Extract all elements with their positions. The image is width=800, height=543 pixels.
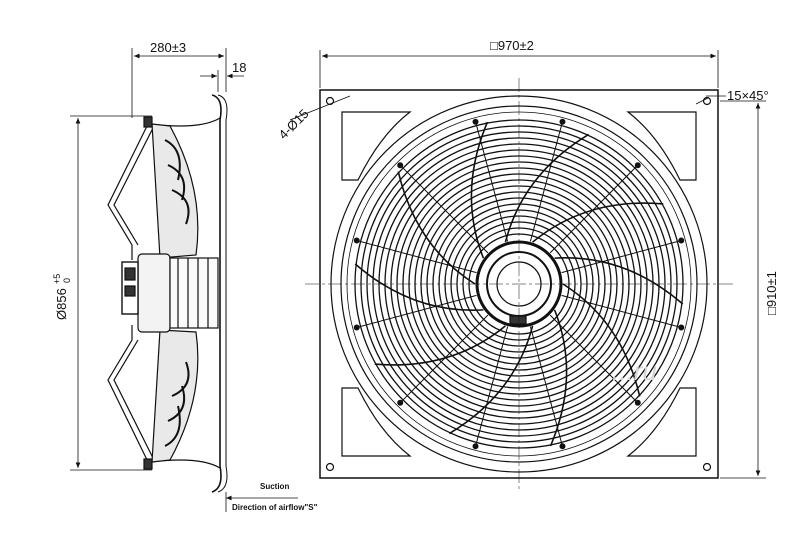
grille-strut [398,163,489,254]
corner-cutout-br [626,387,697,457]
grille-strut [561,294,684,329]
fan-blade [448,325,534,435]
fan-blade [554,256,684,305]
fan-blade [532,202,664,243]
svg-text:+5: +5 [52,274,62,284]
mounting-hole [702,462,712,472]
mounting-hole [702,96,712,106]
grille-strut [561,239,684,274]
front-dimensions [289,50,766,479]
flange-thickness-label: 18 [232,60,246,75]
fan-blade [374,325,506,366]
corner-cutout-bl [341,387,412,457]
grille-strut [549,314,640,405]
side-view [107,94,228,493]
fan-blades [354,121,684,447]
strut-clip [397,162,404,169]
strut-clip [634,399,641,406]
fan-blade [562,283,641,397]
grille-strut [354,294,477,329]
frame-height-label: □910±1 [764,271,779,315]
center-lines [305,78,733,490]
svg-text:Ø856: Ø856 [54,288,69,320]
frame-width-label: □970±2 [490,38,534,53]
strut-clip [353,324,360,331]
mounting-hole [325,96,335,106]
grille-strut [549,163,640,254]
grille-strut [474,326,509,449]
chamfer-label: 15×45° [727,88,769,103]
grille-strut [354,239,477,274]
strut-clip [472,118,479,125]
corner-cutout-tr [626,111,697,181]
strut-clip [472,443,479,450]
fan-blade [504,133,590,243]
svg-text:0: 0 [62,278,72,283]
fan-blade [397,171,476,285]
strut-clip [559,443,566,450]
strut-clip [678,324,685,331]
side-depth-label: 280±3 [150,40,186,55]
svg-text:4-Ø15: 4-Ø15 [276,106,312,142]
grille-strut [398,314,489,405]
hole-spec-label: 4-Ø15 [276,106,312,142]
strut-clip [634,162,641,169]
strut-clip [353,237,360,244]
fan-blade [549,309,568,447]
side-dimensions [70,48,298,512]
fan-blade [470,121,489,259]
suction-label: Suction [260,482,289,491]
watermark: ...ru [612,356,657,386]
mounting-hole [325,462,335,472]
strut-clip [678,237,685,244]
svg-text:□910±1: □910±1 [764,271,779,315]
grille-strut [529,119,564,242]
corner-cutout-tl [341,111,412,181]
strut-clip [397,399,404,406]
fan-blade [354,263,484,312]
diameter-label: Ø856 +5 0 [52,274,72,320]
strut-clip [559,118,566,125]
airflow-direction-label: Direction of airflow"S" [232,503,318,512]
